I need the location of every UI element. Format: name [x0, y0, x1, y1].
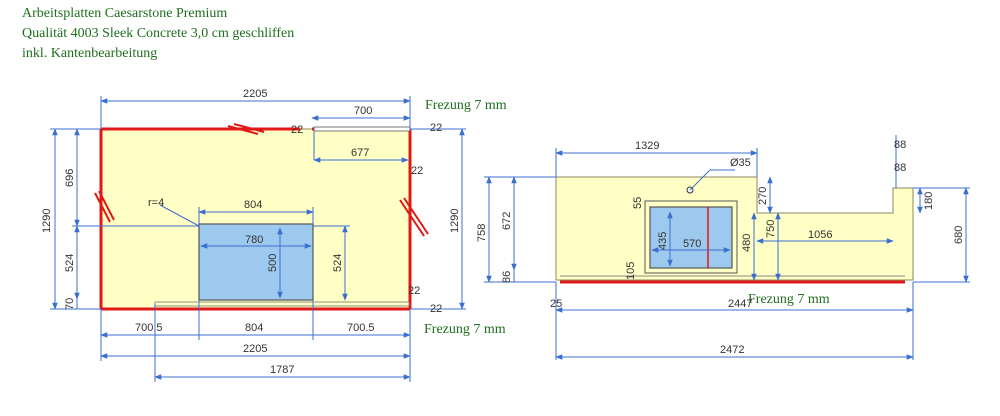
dim-70: 70 — [64, 298, 76, 310]
dim-750: 750 — [765, 220, 777, 238]
left-hatch-marks — [94, 123, 429, 237]
dim-2447: 2447 — [728, 298, 752, 310]
dim-86: 86 — [501, 271, 513, 283]
dim-22-e: 22 — [430, 303, 442, 315]
dim-sink-570: 570 — [683, 238, 701, 250]
dim-bottom-804: 804 — [245, 322, 263, 334]
dim-55: 55 — [632, 197, 644, 209]
left-countertop — [94, 123, 429, 311]
dim-top-700: 700 — [354, 105, 372, 117]
left-top-notch — [313, 126, 411, 132]
dim-sink-500: 500 — [267, 254, 279, 272]
dim-right-1290: 1290 — [449, 209, 461, 233]
right-dimensions: 1329 Ø35 758 672 86 270 480 750 435 570 … — [476, 135, 970, 360]
title-line-2: Qualität 4003 Sleek Concrete 3,0 cm gesc… — [22, 26, 295, 41]
dim-sink-outer-804: 804 — [244, 199, 262, 211]
dim-bottom-1787: 1787 — [270, 364, 294, 376]
dim-left-1290: 1290 — [41, 209, 53, 233]
left-dimensions: 2205 700 677 1290 696 524 70 1290 r=4 — [41, 88, 466, 382]
dim-22-b: 22 — [430, 122, 442, 134]
dim-88-a: 88 — [894, 139, 906, 151]
dim-270: 270 — [757, 187, 769, 205]
dim-top-2205: 2205 — [243, 88, 267, 100]
dim-radius: r=4 — [148, 197, 164, 209]
dim-hole: Ø35 — [730, 157, 751, 169]
dim-22-c: 22 — [411, 165, 423, 177]
dim-1056: 1056 — [808, 229, 832, 241]
frezung-label-left-bottom: Frezung 7 mm — [424, 322, 506, 337]
dim-88-b: 88 — [894, 162, 906, 174]
dim-2472: 2472 — [720, 344, 744, 356]
right-sink — [649, 206, 733, 269]
dim-696: 696 — [64, 169, 76, 187]
left-sink — [198, 223, 314, 301]
title-line-1: Arbeitsplatten Caesarstone Premium — [22, 6, 228, 21]
right-countertop — [555, 169, 914, 284]
title-line-3: inkl. Kantenbearbeitung — [22, 46, 158, 61]
frezung-label-left-top: Frezung 7 mm — [425, 98, 507, 113]
dim-105: 105 — [625, 262, 637, 280]
dim-sink-780: 780 — [245, 234, 263, 246]
dim-inner-677: 677 — [351, 147, 369, 159]
dim-524-right: 524 — [332, 254, 344, 272]
dim-22-a: 22 — [291, 124, 303, 136]
dim-22-d: 22 — [408, 285, 420, 297]
dim-bottom-2205: 2205 — [243, 343, 267, 355]
dim-sink-435: 435 — [657, 232, 669, 250]
dim-758: 758 — [476, 224, 488, 242]
dim-680: 680 — [953, 226, 965, 244]
dim-480: 480 — [741, 234, 753, 252]
dim-180: 180 — [923, 192, 935, 210]
dim-bottom-700-5-right: 700.5 — [347, 322, 375, 334]
dim-524-left: 524 — [64, 254, 76, 272]
frezung-label-right: Frezung 7 mm — [748, 292, 830, 307]
left-bottom-strip — [154, 301, 410, 307]
dim-672: 672 — [501, 212, 513, 230]
dim-1329: 1329 — [635, 140, 659, 152]
dim-bottom-700-5-left: 700.5 — [135, 322, 163, 334]
